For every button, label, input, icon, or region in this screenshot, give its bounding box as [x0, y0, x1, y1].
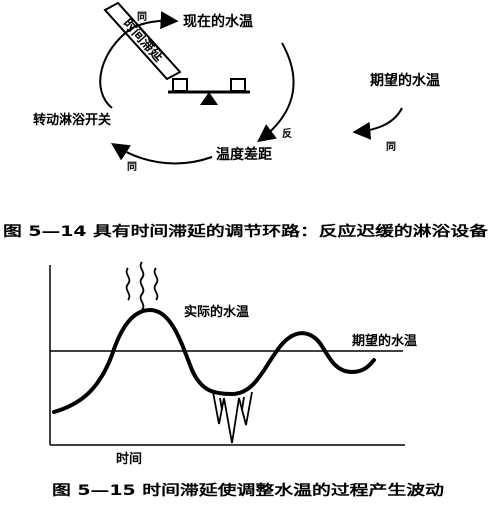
- arrow-gap-to-switch: [110, 143, 213, 165]
- caption-figure-5-15: 图 5—15 时间滞延使调整水温的过程产生波动: [52, 482, 444, 499]
- bottom-link-mark: 同: [127, 161, 137, 173]
- arrow-desired-to-gap: [352, 107, 403, 140]
- top-link-mark: 同: [137, 11, 147, 23]
- arrow-switch-to-current: [99, 11, 179, 109]
- turn-switch-label: 转动淋浴开关: [33, 112, 111, 128]
- seesaw-icon: [168, 78, 250, 105]
- oscillation-chart: 实际的水温 期望的水温 时间: [49, 261, 417, 467]
- actual-temp-curve: [52, 307, 376, 414]
- right-link-mark: 反: [282, 127, 292, 140]
- desired-link-mark: 同: [386, 141, 396, 153]
- current-temp-label: 现在的水温: [183, 13, 253, 30]
- caption-figure-5-14: 图 5—14 具有时间滞延的调节环路：反应迟缓的淋浴设备: [3, 223, 489, 240]
- arrow-current-to-gap: [257, 42, 295, 143]
- temp-gap-label: 温度差距: [216, 146, 272, 163]
- actual-temp-label: 实际的水温: [184, 304, 249, 320]
- x-axis-label: 时间: [116, 451, 142, 467]
- feedback-loop-diagram: 时间滞延 同 现在的水温 反 期望的水温 同 温度差距 同 转动淋浴开关: [33, 1, 440, 173]
- desired-temp-label: 期望的水温: [370, 72, 440, 89]
- icicles-icon: [212, 391, 253, 444]
- steam-icon: [125, 261, 159, 311]
- desired-temp-chart-label: 期望的水温: [352, 333, 417, 349]
